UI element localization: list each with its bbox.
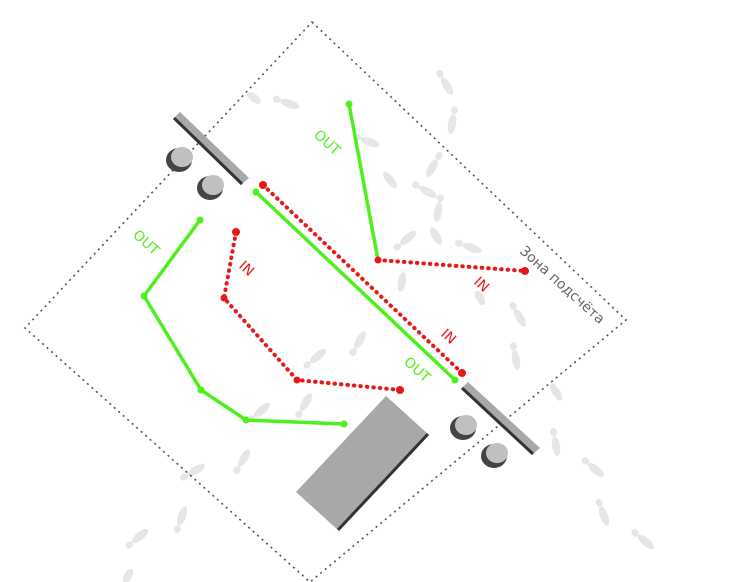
- in-label-left: IN: [235, 258, 257, 280]
- footprint-icon: [595, 498, 610, 526]
- counter-box-icon: [296, 396, 430, 532]
- in-paths: [221, 183, 527, 392]
- footprint-icon: [247, 92, 261, 104]
- sensor-icon: [197, 175, 224, 200]
- zone-label: Зона подсчёта: [516, 243, 607, 327]
- in-label-right: IN: [470, 274, 492, 296]
- in-path-left: [221, 230, 402, 392]
- sensor-icon: [481, 443, 508, 468]
- footprint-icon: [433, 194, 444, 222]
- footprint-icon: [436, 69, 454, 95]
- footprint-icon: [295, 393, 313, 419]
- sensor-icon: [166, 147, 193, 172]
- footprint-icon: [581, 457, 605, 478]
- footprint-icon: [272, 95, 300, 110]
- footprint-icon: [429, 227, 443, 245]
- footprint-icon: [349, 331, 367, 357]
- out-path-diagonal: [254, 190, 457, 382]
- out-path-endpoints: [140, 100, 459, 428]
- footprint-icon: [454, 239, 482, 254]
- door-icon: [172, 112, 249, 186]
- footprint-icon: [550, 428, 561, 456]
- footprint-icon: [125, 528, 149, 549]
- footprint-icon: [549, 383, 563, 401]
- out-label-top: OUT: [310, 127, 343, 159]
- door-icon: [460, 382, 540, 456]
- in-path-diagonal: [261, 183, 464, 375]
- out-path-top: [347, 102, 380, 262]
- footprint-icon: [474, 290, 486, 306]
- in-path-endpoints: [220, 181, 529, 394]
- footprint-icon: [233, 449, 251, 475]
- footprint-icon: [173, 506, 188, 534]
- footprint-icon: [509, 301, 527, 327]
- footprint-icon: [393, 230, 417, 251]
- footprint-icon: [425, 151, 443, 177]
- counting-zone-border: [23, 20, 628, 582]
- sensor-icon: [450, 415, 477, 440]
- footprint-icon: [397, 272, 407, 292]
- footprint-icon: [179, 463, 205, 481]
- footprint-icon: [631, 529, 655, 550]
- footprint-icon: [303, 348, 327, 369]
- out-label-left: OUT: [129, 227, 162, 259]
- footprint-icon: [382, 171, 398, 189]
- footprint-icon: [122, 568, 134, 582]
- footprint-icon: [411, 181, 437, 199]
- out-label-bottom: OUT: [400, 354, 433, 386]
- footprint-icon: [447, 106, 458, 134]
- footprint-icon: [510, 342, 521, 370]
- in-label-center: IN: [437, 326, 459, 348]
- in-path-right: [376, 258, 527, 273]
